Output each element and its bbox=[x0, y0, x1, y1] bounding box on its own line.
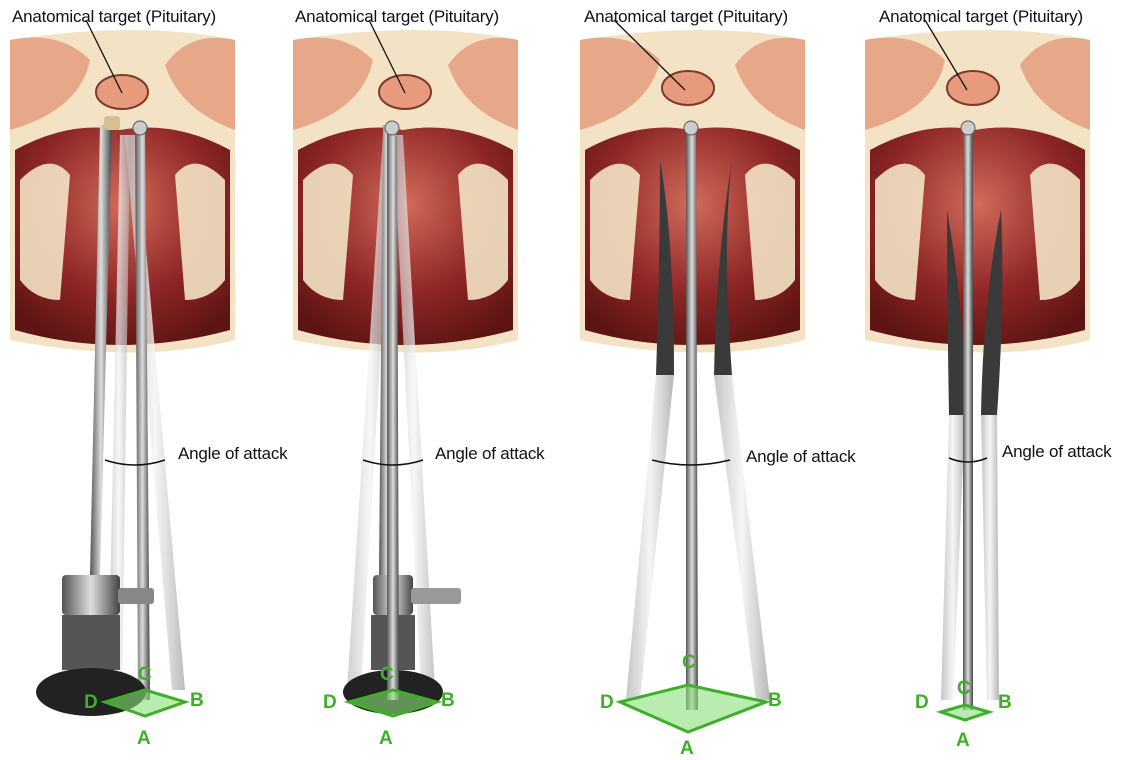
panel-1: Anatomical target (Pituitary) Angle of a… bbox=[0, 0, 281, 759]
angle-label: Angle of attack bbox=[1002, 442, 1111, 462]
corner-label-b: B bbox=[441, 690, 455, 712]
base-quad bbox=[620, 685, 766, 732]
corner-label-b: B bbox=[998, 692, 1012, 714]
corner-label-b: B bbox=[768, 690, 782, 712]
corner-label-c: C bbox=[682, 652, 696, 674]
angle-label: Angle of attack bbox=[178, 444, 287, 464]
corner-label-d: D bbox=[915, 692, 929, 714]
base-quad bbox=[941, 705, 989, 720]
panel-4-illustration bbox=[855, 0, 1125, 759]
corner-label-c: C bbox=[380, 664, 394, 686]
corner-label-b: B bbox=[190, 690, 204, 712]
panel-3-illustration bbox=[570, 0, 851, 759]
corner-label-c: C bbox=[138, 664, 152, 686]
corner-label-c: C bbox=[957, 678, 971, 700]
anatomy-illustration bbox=[865, 30, 1090, 353]
panel-4: Anatomical target (Pituitary) Angle of a… bbox=[855, 0, 1125, 759]
panel-2-illustration bbox=[283, 0, 564, 759]
panel-3: Anatomical target (Pituitary) Angle of a… bbox=[570, 0, 851, 759]
panel-2: Anatomical target (Pituitary) Angle of a… bbox=[283, 0, 564, 759]
corner-label-a: A bbox=[379, 728, 393, 750]
title: Anatomical target (Pituitary) bbox=[12, 7, 216, 27]
angle-label: Angle of attack bbox=[435, 444, 544, 464]
surgical-instrument bbox=[387, 125, 399, 700]
title: Anatomical target (Pituitary) bbox=[295, 7, 499, 27]
panel-1-illustration bbox=[0, 0, 281, 759]
title: Anatomical target (Pituitary) bbox=[584, 7, 788, 27]
corner-label-a: A bbox=[680, 738, 694, 760]
corner-label-d: D bbox=[600, 692, 614, 714]
corner-label-a: A bbox=[956, 730, 970, 752]
title: Anatomical target (Pituitary) bbox=[879, 7, 1083, 27]
corner-label-d: D bbox=[323, 692, 337, 714]
angle-label: Angle of attack bbox=[746, 447, 855, 467]
corner-label-a: A bbox=[137, 728, 151, 750]
corner-label-d: D bbox=[84, 692, 98, 714]
